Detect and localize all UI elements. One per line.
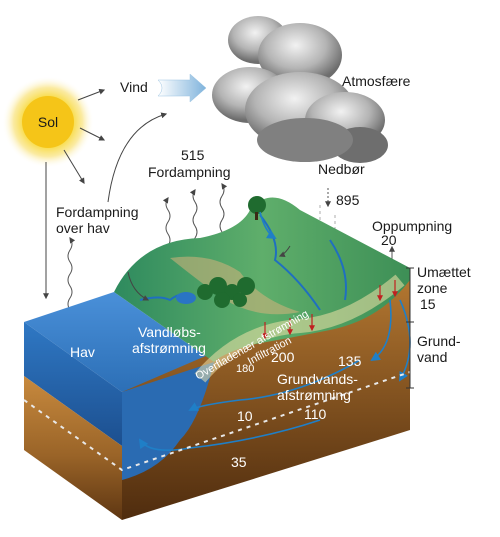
groundwater-runoff-label-2: afstrømning (277, 387, 351, 403)
soil-front (24, 376, 122, 520)
tree-icon (248, 196, 266, 220)
value-110: 110 (304, 406, 327, 422)
unsaturated-zone-label-1: Umættet (417, 264, 471, 280)
value-180: 180 (236, 363, 254, 375)
pumping-label: Oppumpning (372, 218, 452, 234)
pumping-value: 20 (381, 232, 397, 248)
sun-ray-arrows (43, 88, 168, 300)
unsaturated-zone-label-2: zone (417, 280, 448, 296)
sea-label: Hav (70, 344, 95, 360)
value-35: 35 (231, 454, 247, 470)
stream-runoff-label-1: Vandløbs- (138, 324, 201, 340)
zone-bracket (406, 267, 414, 389)
evaporation-value: 515 (181, 147, 205, 163)
stream-runoff-label-2: afstrømning (132, 340, 206, 356)
value-200: 200 (271, 349, 295, 365)
sea-front (24, 322, 122, 446)
value-10: 10 (237, 408, 253, 424)
precipitation-label: Nedbør (318, 161, 365, 177)
infiltration-arrows (262, 280, 398, 340)
value-135: 135 (338, 353, 362, 369)
evaporation-label: Fordampning (148, 164, 231, 180)
wind-arrow-icon (157, 73, 207, 103)
wind-label: Vind (120, 79, 148, 95)
unsaturated-zone-value: 15 (420, 296, 436, 312)
surface-flow-arrows (127, 245, 291, 301)
sun-label: Sol (38, 114, 58, 130)
lake (176, 292, 196, 304)
surface-runoff-band (194, 274, 405, 383)
precipitation-value: 895 (336, 192, 360, 208)
forest-icon (197, 277, 255, 308)
groundwater-runoff-label-1: Grundvands- (277, 371, 358, 387)
bedrock-line (23, 371, 411, 472)
sea-evaporation-label-1: Fordampning (56, 204, 139, 220)
atmosphere-label: Atmosfære (342, 73, 411, 89)
groundwater-label-2: vand (417, 349, 447, 365)
sea-surface (24, 292, 214, 392)
sea-wedge (122, 362, 214, 480)
sea-evaporation-label-2: over hav (56, 220, 110, 236)
soil-right (122, 268, 410, 520)
sun-icon (2, 76, 94, 168)
cloud-icon (212, 16, 388, 163)
groundwater-label-1: Grund- (417, 333, 461, 349)
